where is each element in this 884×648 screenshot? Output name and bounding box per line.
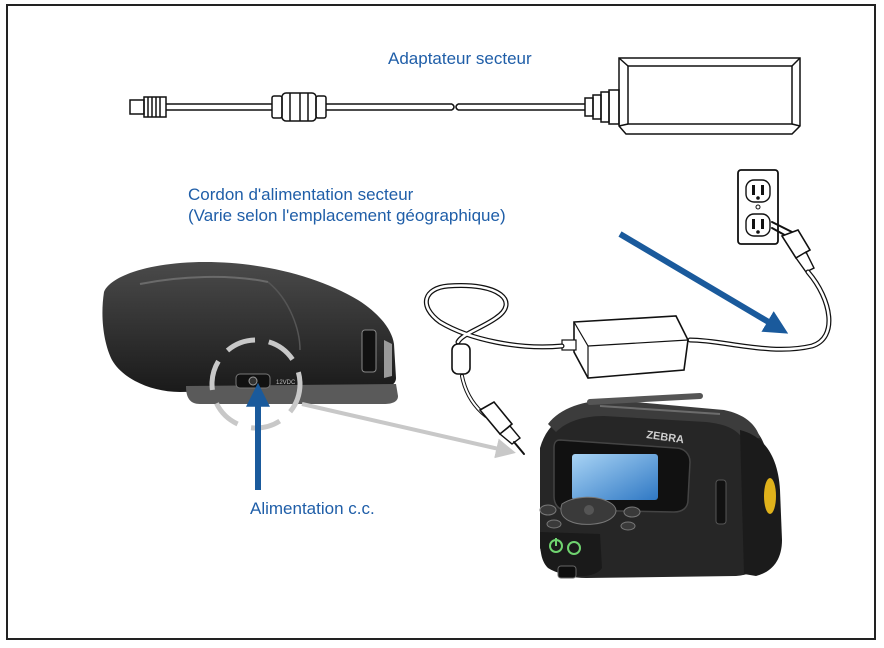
adapter-label: Adaptateur secteur bbox=[388, 49, 532, 68]
port-label: 12VDC bbox=[276, 380, 296, 386]
wall-outlet bbox=[737, 169, 779, 245]
connection-pointer-arrow bbox=[301, 402, 516, 459]
strain-relief bbox=[584, 89, 620, 125]
printer-side-view: 12VDC bbox=[102, 262, 398, 431]
ferrite-bead bbox=[271, 92, 327, 122]
dc-input-label: Alimentation c.c. bbox=[250, 499, 375, 518]
ac-adapter-illustration bbox=[129, 57, 801, 135]
cord-callout-arrow bbox=[618, 231, 789, 334]
power-cord-label-line1: Cordon d'alimentation secteur bbox=[188, 185, 414, 204]
printer-front-view: ZEBRA bbox=[539, 393, 782, 579]
adapter-brick bbox=[618, 57, 801, 135]
keypad bbox=[539, 496, 641, 531]
dc-barrel-plug bbox=[129, 96, 176, 118]
power-cord-label-line2: (Varie selon l'emplacement géographique) bbox=[188, 206, 506, 225]
small-adapter-brick bbox=[561, 315, 689, 379]
lcd-screen bbox=[572, 454, 658, 500]
dc-cable-ferrite bbox=[451, 343, 471, 375]
brand-logo-text: ZEBRA bbox=[646, 429, 685, 446]
feed-button-icon bbox=[567, 541, 581, 555]
power-cord-label: Cordon d'alimentation secteur (Varie sel… bbox=[188, 184, 506, 226]
power-cord-assembly bbox=[423, 221, 832, 455]
side-latch bbox=[764, 478, 776, 514]
wall-plug bbox=[771, 221, 815, 273]
